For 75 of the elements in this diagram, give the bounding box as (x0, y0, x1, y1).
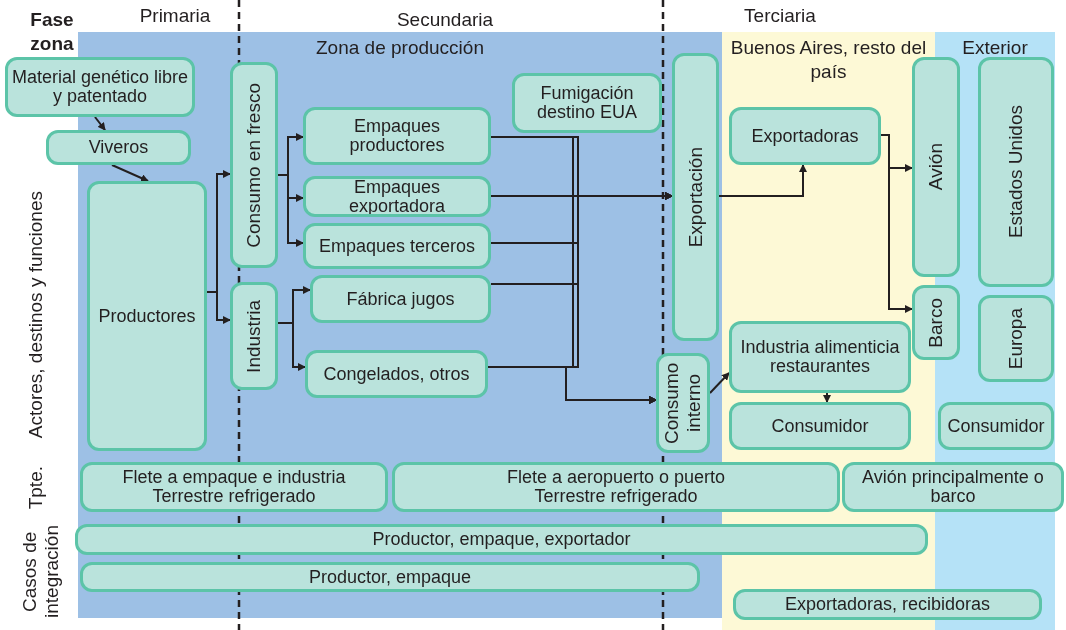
header-label: Secundaria (396, 9, 494, 31)
process-box (303, 223, 491, 269)
process-box (729, 402, 911, 450)
process-box (230, 282, 278, 390)
arrow (277, 174, 304, 247)
process-box (978, 57, 1054, 287)
box-label: Exportación (684, 146, 707, 248)
process-box (303, 107, 491, 165)
arrow (111, 164, 149, 182)
process-box (392, 462, 840, 512)
process-box (842, 462, 1064, 512)
process-box (729, 321, 911, 393)
process-box (305, 350, 488, 398)
process-box (87, 181, 207, 451)
box-label: Empaques terceros (318, 236, 476, 256)
box-label: Consumo interno (661, 361, 705, 446)
process-box (512, 73, 662, 133)
box-label: Viveros (88, 138, 149, 157)
box-label: Empaques productores (348, 117, 446, 155)
process-box (656, 353, 710, 453)
arrow (206, 291, 231, 324)
box-label: Industria alimenticia restaurantes (739, 338, 901, 376)
zone-title: Exterior (961, 36, 1029, 60)
header-label: Casos de integración (19, 524, 63, 621)
box-label: Terrestre refrigerado (152, 487, 316, 506)
box-label: Flete a empaque e industria (122, 468, 346, 487)
arrow (880, 134, 913, 313)
box-label: Productor, empaque, exportador (372, 530, 631, 549)
box-label: Productores (98, 306, 196, 326)
arrow (709, 372, 730, 394)
box-label: Avión principalmente o barco (861, 468, 1045, 506)
process-box (978, 295, 1054, 382)
process-box (230, 62, 278, 268)
box-label: Avión (925, 143, 947, 191)
process-box (729, 107, 881, 165)
box-label: Material genético libre y patentado (10, 68, 190, 106)
box-label: Barco (925, 297, 947, 348)
arrow (823, 392, 831, 403)
process-box (733, 589, 1042, 620)
box-label: Consumo en fresco (243, 82, 265, 248)
box-label: Consumidor (771, 416, 869, 436)
header-label: Tpte. (25, 466, 47, 510)
arrow (94, 116, 106, 131)
box-label: Europa (1005, 307, 1027, 370)
process-box (672, 53, 719, 341)
box-label: Fábrica jugos (346, 289, 455, 309)
process-box (310, 275, 491, 323)
arrow (277, 322, 306, 371)
box-label: Terrestre refrigerado (534, 487, 698, 506)
zone-title: Buenos Aires, resto del país (729, 36, 928, 84)
box-label: Estados Unidos (1005, 105, 1027, 239)
process-box (80, 562, 700, 592)
header-label: Fase zona (29, 8, 75, 56)
process-box (75, 524, 928, 555)
box-label: Exportadoras, recibidoras (784, 595, 991, 614)
box-label: Fumigación destino EUA (535, 84, 639, 122)
arrow (487, 366, 657, 404)
process-box (303, 176, 491, 217)
process-box (912, 57, 960, 277)
process-box (912, 285, 960, 360)
process-box (46, 130, 191, 165)
header-label: Primaria (139, 5, 211, 27)
box-label: Consumidor (947, 416, 1045, 436)
box-label: Flete a aeropuerto o puerto (506, 468, 726, 487)
box-label: Productor, empaque (308, 567, 472, 587)
zone-title: Zona de producción (315, 36, 485, 60)
process-box (5, 57, 195, 117)
arrow (718, 164, 807, 197)
process-box (938, 402, 1054, 450)
header-label: Actores, destinos y funciones (25, 191, 47, 439)
process-box (80, 462, 388, 512)
header-label: Terciaria (744, 5, 816, 27)
box-label: Exportadoras (751, 126, 859, 146)
box-label: Industria (243, 299, 265, 373)
box-label: Congelados, otros (323, 364, 470, 384)
